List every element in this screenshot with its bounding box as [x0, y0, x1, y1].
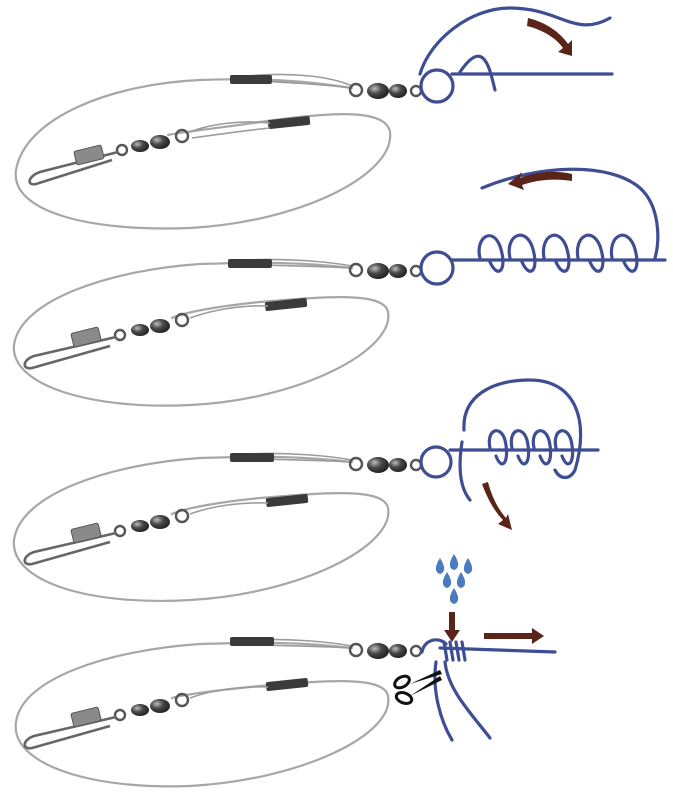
wire-leader-rig	[12, 452, 423, 602]
snap-swivel	[28, 128, 190, 186]
fishing-line	[419, 378, 600, 502]
snap-swivel	[23, 508, 190, 566]
crimp-sleeve	[228, 259, 272, 268]
crimp-sleeve	[267, 116, 311, 129]
swivel	[348, 456, 423, 473]
crimp-sleeve	[264, 298, 308, 311]
swivel	[348, 642, 423, 659]
snap-swivel	[23, 312, 190, 370]
crimp-sleeve	[265, 678, 309, 691]
wire-leader-rig	[14, 637, 423, 788]
step-3-panel	[12, 378, 600, 602]
step-4-panel	[14, 554, 557, 788]
direction-arrow-icon	[508, 171, 572, 190]
crimp-sleeve	[230, 453, 274, 462]
step-2-panel	[12, 167, 667, 407]
swivel	[348, 82, 423, 99]
crimp-sleeve	[265, 494, 309, 507]
crimp-sleeve	[230, 75, 272, 84]
fishing-line	[419, 167, 667, 286]
direction-arrow-icon	[484, 628, 544, 644]
step-1-panel	[14, 6, 614, 230]
direction-arrow-icon	[444, 612, 460, 642]
snap-swivel	[23, 692, 190, 750]
direction-arrow-icon	[527, 18, 572, 56]
swivel	[348, 262, 423, 279]
fishing-line	[420, 638, 557, 742]
scissors-icon	[393, 670, 442, 705]
water-drops-icon	[435, 554, 473, 604]
fishing-line	[418, 6, 614, 104]
crimp-sleeve	[230, 637, 274, 646]
wire-leader-rig	[12, 258, 423, 407]
direction-arrow-icon	[482, 482, 512, 530]
wire-leader-rig	[14, 73, 423, 230]
